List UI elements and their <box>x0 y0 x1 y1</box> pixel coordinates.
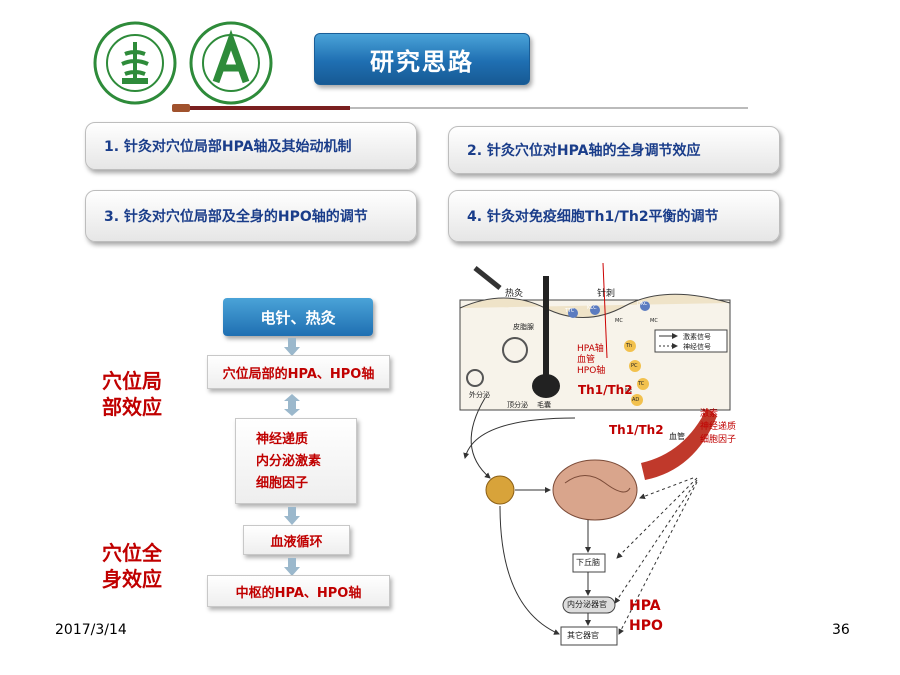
cell-label: KLC <box>587 305 597 311</box>
cell-label: MC <box>615 318 623 324</box>
acupuncture-label: 针刺 <box>597 289 616 299</box>
arrow-icon <box>284 394 300 416</box>
research-card-3: 3. 针灸对穴位局部及全身的HPO轴的调节 <box>85 190 417 242</box>
cell-label: PC <box>631 363 638 369</box>
flow-start-box: 电针、热灸 <box>223 298 373 336</box>
flow-step-local-axis: 穴位局部的HPA、HPO轴 <box>207 355 390 389</box>
other-organs-label: 其它器官 <box>567 631 599 640</box>
arrow-icon <box>284 558 300 576</box>
exocrine-label: 外分泌 <box>469 391 490 399</box>
legend-nerve: 神经信号 <box>683 343 711 351</box>
signal-neurotransmitter: 神经递质 <box>256 432 309 447</box>
flow-start-label: 电针、热灸 <box>260 308 336 327</box>
systemic-effect-line: 身效应 <box>102 567 162 591</box>
flow-step-label: 穴位局部的HPA、HPO轴 <box>222 366 375 382</box>
slide-date: 2017/3/14 <box>55 622 127 638</box>
endocrine-organ-label: 内分泌器官 <box>567 600 607 609</box>
arrow-icon <box>284 338 300 356</box>
local-effect-label: 穴位局 部效应 <box>102 368 162 420</box>
acupuncture-needle-icon <box>172 104 748 112</box>
hypothalamus-label: 下丘脑 <box>576 558 600 567</box>
systemic-effect-line: 穴位全 <box>102 541 162 565</box>
slide-page-number: 36 <box>832 622 850 638</box>
signal-hormone: 内分泌激素 <box>256 454 322 469</box>
research-card-label: 3. 针灸对穴位局部及全身的HPO轴的调节 <box>104 209 368 225</box>
research-card-4: 4. 针灸对免疫细胞Th1/Th2平衡的调节 <box>448 190 780 242</box>
hpo-bottom-label: HPO <box>629 618 663 634</box>
local-axis-labels: HPA轴 血管 HPO轴 <box>577 344 605 377</box>
cell-label: MC <box>650 318 658 324</box>
legend-hormone: 激素信号 <box>683 333 711 341</box>
vessel-signal: 细胞因子 <box>700 435 737 445</box>
research-card-label: 1. 针灸对穴位局部HPA轴及其始动机制 <box>104 139 352 155</box>
th-vessel-label: Th1/Th2 <box>609 423 664 437</box>
local-axis-label: HPO轴 <box>577 366 606 376</box>
flow-step-central-axis: 中枢的HPA、HPO轴 <box>207 575 390 607</box>
cell-label: Th <box>626 343 633 349</box>
signal-cytokine: 细胞因子 <box>256 476 309 491</box>
heat-moxa-label: 热灸 <box>505 289 524 299</box>
cell-label: Mc <box>625 388 633 394</box>
flow-step-signals: 神经递质 内分泌激素 细胞因子 <box>235 418 357 504</box>
cell-label: TC <box>638 381 645 387</box>
cell-label: TTC <box>565 308 575 314</box>
research-card-2: 2. 针灸穴位对HPA轴的全身调节效应 <box>448 126 780 174</box>
vessel-signal-labels: 激素 神经递质 细胞因子 <box>700 408 736 447</box>
mechanism-diagram: 热灸 针刺 激素信号 神经信号 TTC KLC DKC MC MC Th PC … <box>445 258 750 663</box>
systemic-effect-label: 穴位全 身效应 <box>102 540 162 592</box>
local-effect-line: 穴位局 <box>102 369 162 393</box>
apocrine-label: 顶分泌 <box>507 401 528 409</box>
school-logo-icon <box>93 21 177 105</box>
local-axis-label: 血管 <box>577 355 596 365</box>
th-local-label: Th1/Th2 <box>578 383 633 397</box>
flow-step-label: 血液循环 <box>270 534 323 550</box>
local-effect-line: 部效应 <box>102 395 162 419</box>
cell-label: AD <box>632 397 640 403</box>
hpa-bottom-label: HPA <box>629 598 661 614</box>
vessel-signal: 激素 <box>700 409 719 419</box>
local-axis-label: HPA轴 <box>577 344 604 354</box>
sebaceous-label: 皮脂腺 <box>513 323 534 331</box>
vessel-label: 血管 <box>669 432 685 441</box>
vessel-signal: 神经递质 <box>700 422 737 432</box>
research-card-label: 4. 针灸对免疫细胞Th1/Th2平衡的调节 <box>467 209 719 225</box>
research-card-1: 1. 针灸对穴位局部HPA轴及其始动机制 <box>85 122 417 170</box>
hair-follicle-label: 毛囊 <box>537 401 551 409</box>
institute-logo-icon <box>189 21 273 105</box>
research-card-label: 2. 针灸穴位对HPA轴的全身调节效应 <box>467 143 701 159</box>
cell-label: DKC <box>637 301 648 307</box>
flow-step-blood: 血液循环 <box>243 525 350 555</box>
page-title: 研究思路 <box>314 33 530 85</box>
flow-step-label: 中枢的HPA、HPO轴 <box>235 585 362 601</box>
arrow-icon <box>284 507 300 525</box>
